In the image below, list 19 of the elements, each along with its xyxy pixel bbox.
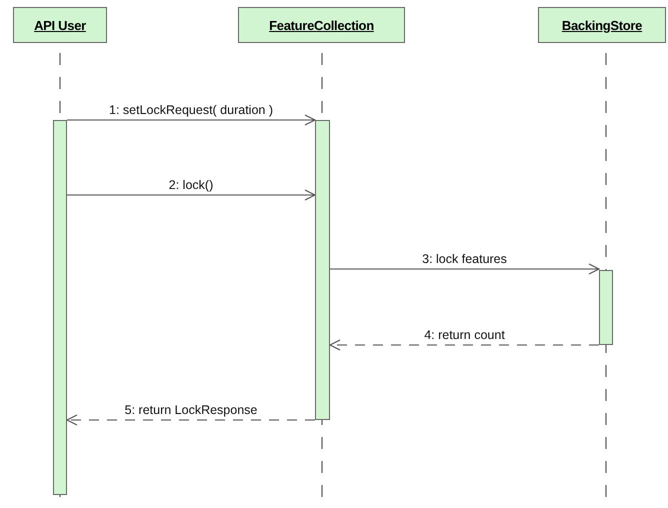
message-label: 5: return LockResponse — [124, 403, 258, 417]
activation-bar — [599, 270, 613, 345]
message-label: 3: lock features — [421, 252, 508, 266]
message-arrow — [66, 114, 316, 126]
lifeline-header-box — [538, 7, 666, 43]
message-label: 1: setLockRequest( duration ) — [108, 103, 274, 117]
message-label: 2: lock() — [168, 178, 214, 192]
participant-name: FeatureCollection — [269, 18, 374, 32]
return-message-arrow — [66, 414, 316, 426]
participant-name: BackingStore — [562, 18, 642, 32]
return-message-arrow — [329, 339, 600, 351]
message-arrow — [330, 263, 600, 275]
lifeline-header-box — [13, 7, 107, 43]
message-label: 4: return count — [423, 328, 506, 342]
activation-bar — [53, 120, 67, 495]
participant-name: API User — [34, 18, 86, 32]
lifeline-header-box — [238, 7, 405, 43]
message-arrow — [66, 189, 316, 201]
activation-bar — [315, 120, 330, 420]
